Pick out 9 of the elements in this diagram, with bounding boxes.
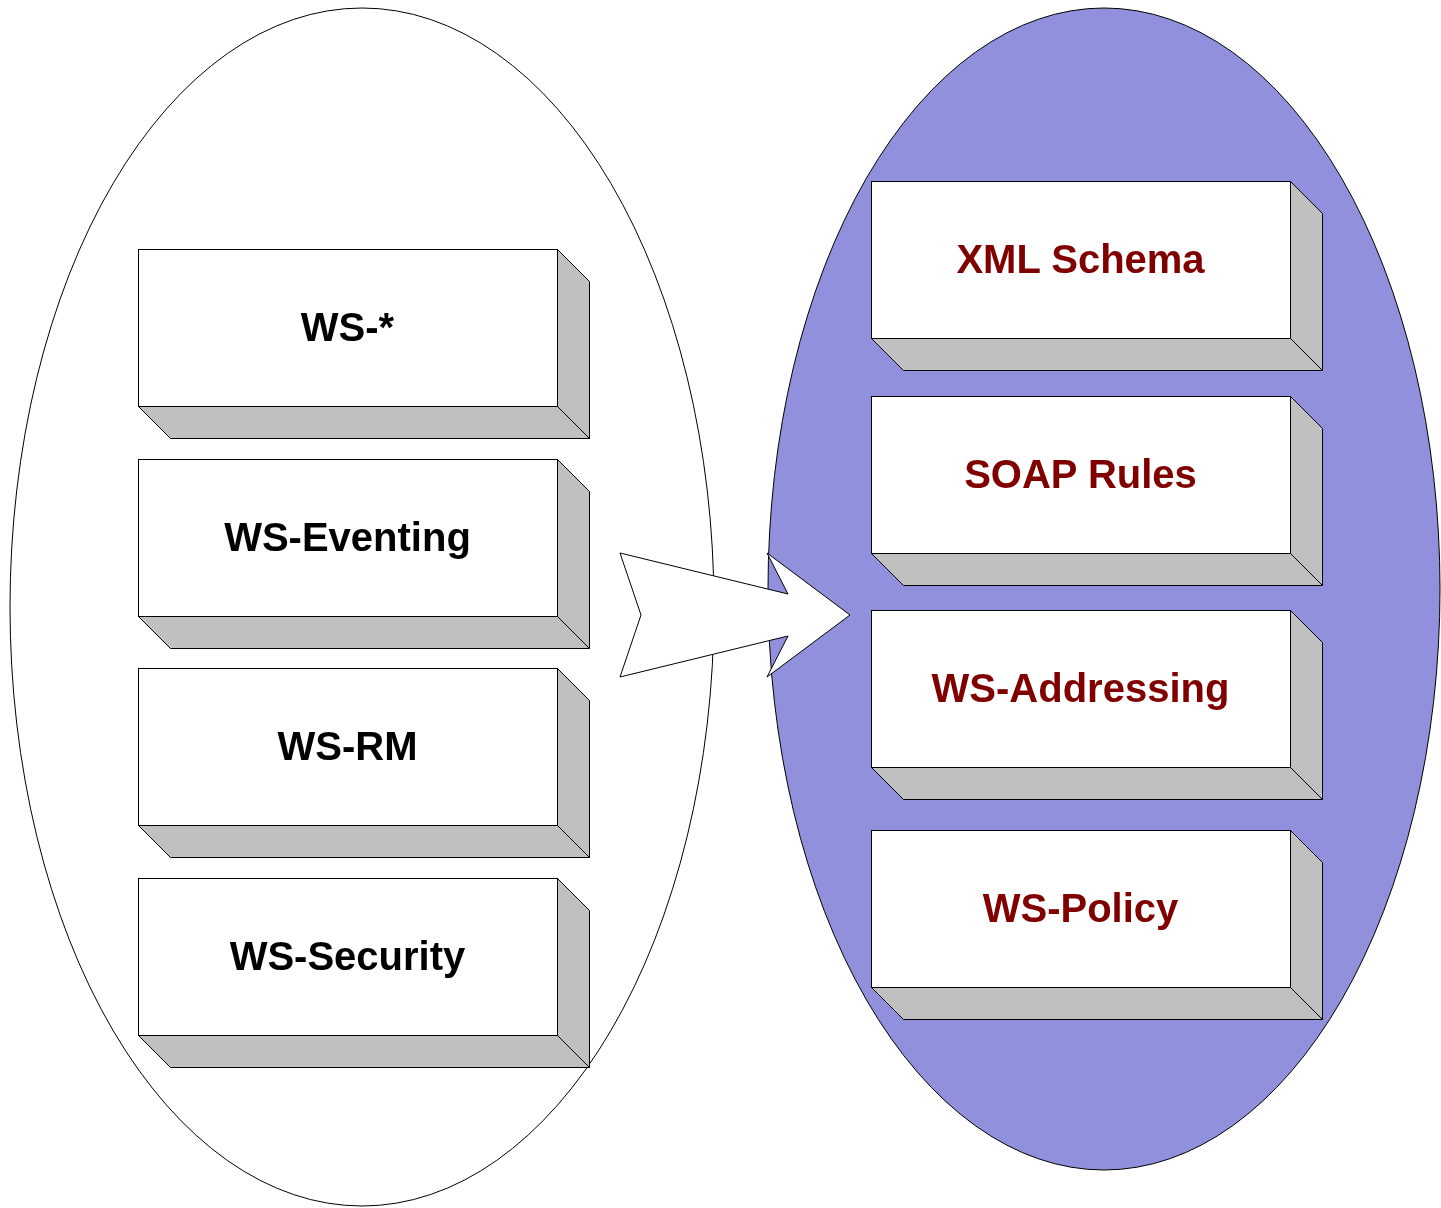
box-label: SOAP Rules <box>964 452 1197 497</box>
box-label: WS-Policy <box>982 886 1179 931</box>
block-arrow <box>619 552 851 678</box>
box-label: XML Schema <box>956 237 1205 282</box>
box-label: WS-* <box>300 305 395 350</box>
box-label: WS-RM <box>277 724 418 769</box>
box-label: WS-Addressing <box>931 666 1230 711</box>
box-label: WS-Security <box>229 934 466 979</box>
box-label: WS-Eventing <box>224 515 471 560</box>
